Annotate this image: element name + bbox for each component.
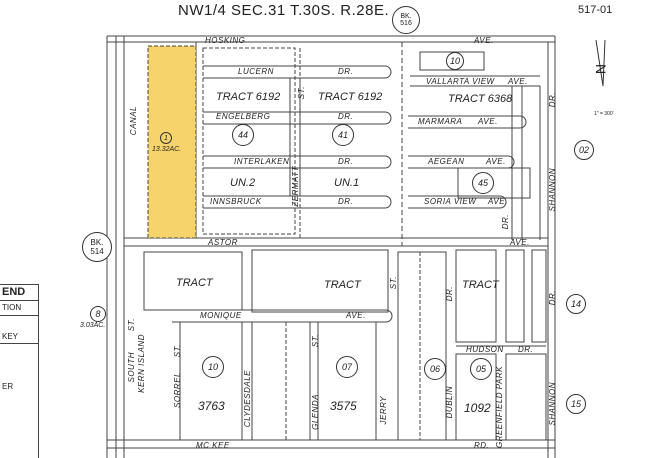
street-jerry-st: ST.: [389, 276, 398, 290]
tract-3575: 3575: [330, 399, 357, 413]
street-greenfield-park: GREENFIELD PARK: [495, 366, 504, 449]
street-sorrel: SORREL: [173, 372, 182, 408]
street-dr-small: DR.: [501, 214, 510, 230]
street-st-zermatt: ST.: [297, 86, 306, 100]
street-dublin-dr: DR.: [445, 286, 454, 302]
block-44-marker[interactable]: 44: [232, 124, 254, 146]
legend-title: END: [0, 285, 38, 302]
street-clydesdale: CLYDESDALE: [243, 370, 252, 428]
tract-6192-west: TRACT 6192: [216, 91, 281, 103]
scale-label: 1" = 300': [594, 111, 614, 117]
street-astor: ASTOR: [208, 238, 238, 247]
book-label: BK.: [400, 13, 412, 20]
legend-section-2: KEY: [0, 330, 38, 345]
book-514-marker[interactable]: BK. 514: [82, 232, 112, 262]
street-hosking: HOSKING: [205, 36, 246, 45]
street-soria-view: SORIA VIEW: [424, 197, 477, 206]
parcel-1-area: 13.32AC.: [152, 146, 182, 153]
street-astor-ave: AVE.: [510, 238, 530, 247]
street-canal: CANAL: [129, 106, 138, 136]
tract-1092: 1092: [464, 401, 491, 415]
sheet-number: 517-01: [578, 4, 613, 16]
block-10-marker-north[interactable]: 10: [446, 52, 464, 70]
street-innsbruck-dr: DR.: [338, 197, 354, 206]
street-lucern-dr: DR.: [338, 67, 354, 76]
street-lucern: LUCERN: [238, 67, 274, 76]
street-monique: MONIQUE: [200, 311, 242, 320]
street-interlaken: INTERLAKEN: [234, 157, 290, 166]
street-interlaken-dr: DR.: [338, 157, 354, 166]
street-south: SOUTH: [127, 352, 136, 383]
street-shannon-dr-upper: DR.: [548, 92, 557, 108]
page-14-marker[interactable]: 14: [566, 294, 586, 314]
street-aegean-ave: AVE.: [486, 157, 506, 166]
block-05-marker[interactable]: 05: [470, 358, 492, 380]
block-45-marker[interactable]: 45: [472, 172, 494, 194]
parcel-8-area: 3.03AC.: [80, 322, 106, 329]
page-15-marker[interactable]: 15: [566, 394, 586, 414]
street-marmara-ave: AVE.: [478, 117, 498, 126]
street-hudson-dr: DR.: [518, 345, 534, 354]
street-aegean: AEGEAN: [428, 157, 465, 166]
street-engelberg-dr: DR.: [338, 112, 354, 121]
street-shannon-dr-lower: DR.: [548, 290, 557, 306]
street-mc-kee: MC KEE: [196, 441, 230, 450]
tract-6192-east: TRACT 6192: [318, 91, 383, 103]
tract-unit-1: UN.1: [334, 177, 360, 189]
book-516-marker[interactable]: BK. 516: [392, 6, 420, 34]
tract-3763: 3763: [198, 399, 225, 413]
street-sorrel-st: ST.: [173, 344, 182, 358]
street-glenda: GLENDA: [311, 394, 320, 430]
book-number: 516: [400, 20, 412, 27]
parcel-1-marker[interactable]: 1: [160, 132, 172, 144]
north-arrow-icon: N: [593, 63, 610, 75]
street-soria-ave: AVE.: [488, 197, 508, 206]
block-06-marker[interactable]: 06: [424, 358, 446, 380]
street-hosking-ave: AVE.: [474, 36, 494, 45]
tract-lower-left: TRACT: [176, 277, 213, 289]
street-shannon-lower: SHANNON: [548, 382, 557, 426]
street-monique-ave: AVE.: [346, 311, 366, 320]
street-dublin: DUBLIN: [445, 386, 454, 419]
street-innsbruck: INNSBRUCK: [210, 197, 262, 206]
street-st-south: ST.: [127, 318, 136, 332]
street-marmara: MARMARA: [418, 117, 463, 126]
map-title: NW1/4 SEC.31 T.30S. R.28E.: [178, 2, 390, 19]
street-hudson: HUDSON: [466, 345, 504, 354]
legend-section-1: TION: [0, 301, 38, 316]
street-glenda-st: ST.: [311, 334, 320, 348]
legend-section-3: ER: [2, 382, 14, 392]
street-vallarta-view: VALLARTA VIEW: [426, 77, 495, 86]
street-mc-kee-rd: RD.: [474, 441, 490, 450]
street-jerry: JERRY: [379, 396, 388, 425]
book-number: 514: [90, 247, 104, 256]
tract-6368: TRACT 6368: [448, 93, 513, 105]
block-10-marker-south[interactable]: 10: [202, 356, 224, 378]
block-07-marker[interactable]: 07: [336, 356, 358, 378]
tract-lower-middle: TRACT: [324, 279, 361, 291]
street-shannon-upper: SHANNON: [548, 168, 557, 212]
legend-panel: END TION KEY ER: [0, 284, 39, 458]
page-02-marker[interactable]: 02: [574, 140, 594, 160]
parcel-8-marker[interactable]: 8: [90, 306, 106, 322]
block-41-marker[interactable]: 41: [332, 124, 354, 146]
street-kern-island: KERN ISLAND: [137, 334, 146, 393]
tract-unit-2: UN.2: [230, 177, 256, 189]
tract-lower-right: TRACT: [462, 279, 499, 291]
street-zermatt: ZERMATT: [291, 166, 300, 207]
book-label: BK.: [90, 238, 104, 247]
street-engelberg: ENGELBERG: [216, 112, 271, 121]
street-vallarta-ave: AVE.: [508, 77, 528, 86]
